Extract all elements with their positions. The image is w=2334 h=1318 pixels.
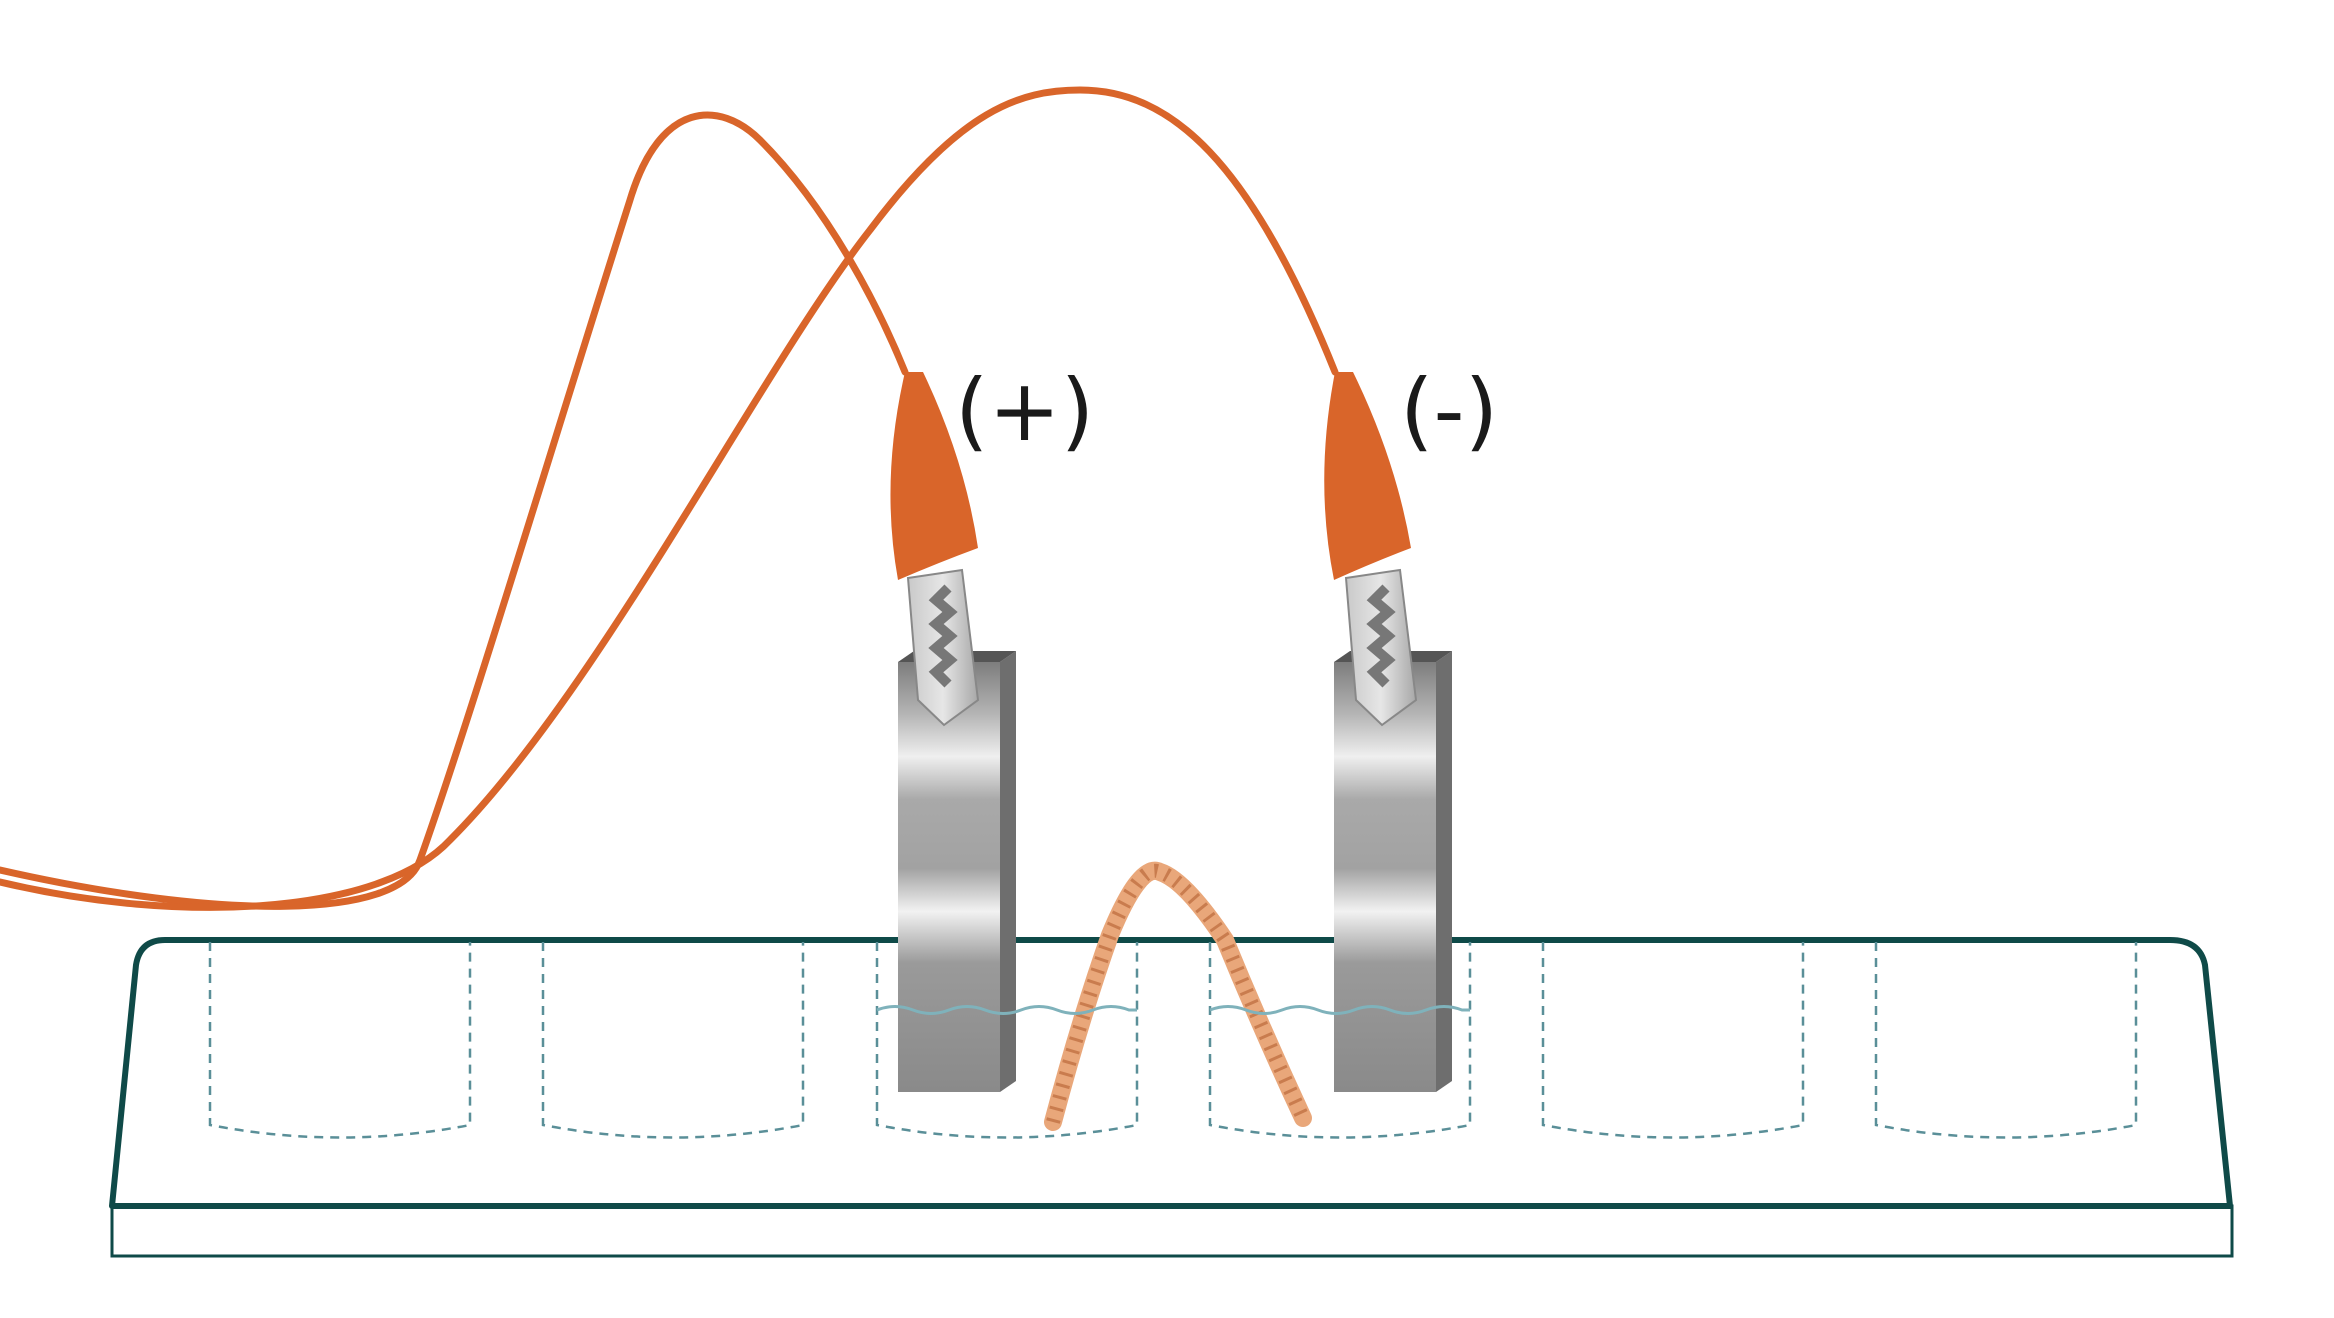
well-6 [1874, 942, 2138, 1139]
positive-electrode [898, 651, 1016, 1092]
negative-wire [0, 86, 1339, 911]
well-tray [109, 937, 2234, 1258]
positive-wire [0, 111, 909, 910]
positive-clip-teeth [928, 584, 958, 688]
tray-wells [208, 942, 2138, 1139]
positive-terminal-label: (+) [955, 361, 1094, 461]
positive-clip [890, 372, 980, 727]
positive-electrode-front [898, 662, 1000, 1092]
well-3 [875, 942, 1139, 1139]
water-line-well-3 [876, 1005, 1137, 1015]
well-5 [1541, 942, 1805, 1139]
negative-clip [1324, 372, 1418, 727]
negative-clip-teeth [1366, 584, 1396, 688]
negative-electrode-side [1436, 651, 1452, 1092]
well-1 [208, 942, 472, 1139]
tray-body [109, 937, 2233, 1209]
lead-wires [0, 86, 1339, 911]
tray-base [110, 1204, 2234, 1258]
water-surface-lines [876, 1005, 1470, 1015]
well-2 [541, 942, 805, 1139]
positive-electrode-side [1000, 651, 1016, 1092]
well-4 [1208, 942, 1472, 1139]
positive-clip-boot [890, 372, 978, 580]
water-line-well-4 [1209, 1005, 1470, 1015]
negative-terminal-label: (-) [1400, 361, 1498, 461]
negative-clip-boot [1324, 372, 1411, 580]
negative-electrode-front [1334, 662, 1436, 1092]
negative-electrode [1334, 651, 1452, 1092]
